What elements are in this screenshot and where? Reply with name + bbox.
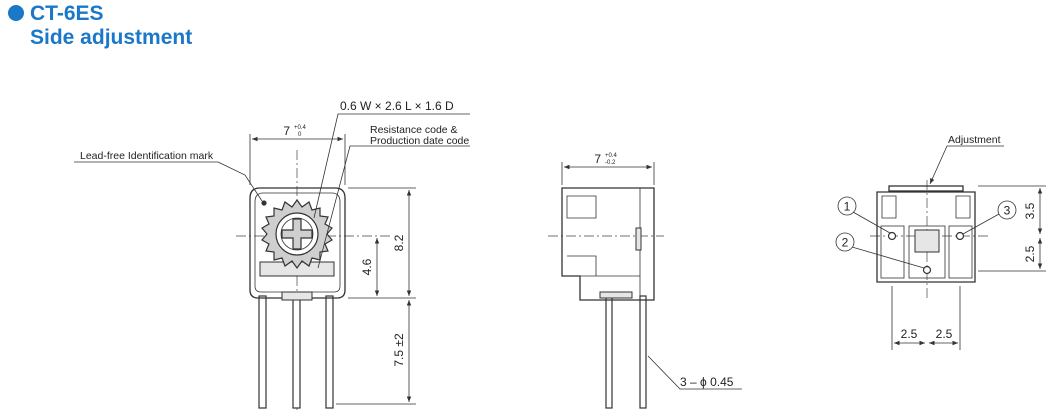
pin-label-circle-1: [837, 196, 857, 216]
leader-pin-1: [852, 211, 891, 234]
height-text: 8.2: [392, 234, 406, 251]
bottom-view: 1 2 3 Adjustment 3.5 2.5 2.5 2.5: [835, 134, 1046, 350]
front-body-inner: [254, 192, 341, 293]
depth-tol-upper-text: +0.4: [605, 153, 618, 159]
header: CT-6ES Side adjustment: [8, 2, 192, 50]
bottom-body: [876, 191, 976, 283]
front-lead-center: [292, 295, 301, 409]
leader-adjustment: [929, 145, 1004, 185]
side-lead-front: [605, 295, 613, 409]
pitch-right-text: 2.5: [936, 327, 953, 341]
marking-size-text: 0.6 W × 2.6 L × 1.6 D: [340, 99, 454, 113]
pin-hole-1: [887, 231, 897, 241]
lead-free-dot: [261, 200, 267, 206]
side-bottom-tab: [599, 291, 633, 299]
pitch-left-text: 2.5: [901, 327, 918, 341]
resistance-code-line1: Resistance code &: [370, 124, 458, 136]
width-main-text: 7: [283, 124, 290, 138]
front-view: 7 +0.4 0 0.6 W × 2.6 L × 1.6 D Resistanc…: [74, 99, 470, 410]
bottom-top-lip: [888, 185, 964, 192]
pin-diameter-text: 3 – ϕ 0.45: [680, 375, 734, 389]
pin-label-3: 3: [1004, 204, 1011, 218]
product-title-text: CT-6ES: [30, 2, 104, 25]
bottom-center-slot: [914, 229, 940, 253]
leader-pin-3: [962, 213, 1000, 235]
lead-free-mark-text: Lead-free Identification mark: [80, 150, 214, 162]
dim-mid-text: 2.5: [1023, 245, 1037, 262]
front-lead-left: [258, 295, 267, 409]
bottom-pad-center: [908, 225, 946, 279]
front-lead-right: [325, 295, 334, 409]
leader-pin-2: [851, 246, 925, 269]
pin-label-1: 1: [844, 200, 851, 214]
side-view: 7 +0.4 -0.2 3 – ϕ 0.45: [548, 152, 742, 409]
pin-label-circle-2: [835, 232, 855, 252]
leader-lead-free: [217, 161, 263, 202]
product-subtitle: Side adjustment: [30, 26, 193, 49]
bottom-pad-right: [948, 225, 973, 279]
leader-pin-diameter: [647, 355, 742, 390]
side-body: [561, 187, 655, 301]
center-height-text: 4.6: [360, 258, 374, 275]
depth-tol-lower-text: -0.2: [605, 160, 616, 166]
front-bottom-tab: [281, 291, 313, 301]
pin-hole-2: [922, 265, 932, 275]
front-body: [249, 187, 346, 299]
pin-label-2: 2: [842, 236, 849, 250]
side-rotor-bottom: [567, 255, 597, 276]
side-rotor-top: [566, 195, 597, 219]
adjustment-text: Adjustment: [948, 134, 1001, 146]
width-tol-lower-text: 0: [298, 132, 302, 138]
product-title: CT-6ES: [8, 2, 192, 26]
side-lead-back: [639, 295, 647, 409]
leader-marking: [313, 113, 470, 219]
depth-main-text: 7: [594, 152, 601, 166]
rotor-inner-ring: [280, 217, 314, 251]
resistance-code-line2: Production date code: [370, 135, 469, 147]
bottom-corner-right: [955, 195, 971, 219]
cross-slot-icon: [281, 218, 313, 250]
lead-length-text: 7.5 ±2: [392, 333, 406, 367]
bottom-pad-left: [880, 225, 905, 279]
dim-top-text: 3.5: [1023, 202, 1037, 219]
side-slot: [635, 227, 642, 251]
bottom-corner-left: [881, 195, 897, 219]
leader-resistance-code: [317, 145, 470, 269]
pin-label-circle-3: [997, 200, 1017, 220]
width-tol-upper-text: +0.4: [294, 125, 307, 131]
bullet-icon: [8, 5, 24, 21]
pin-hole-3: [955, 231, 965, 241]
